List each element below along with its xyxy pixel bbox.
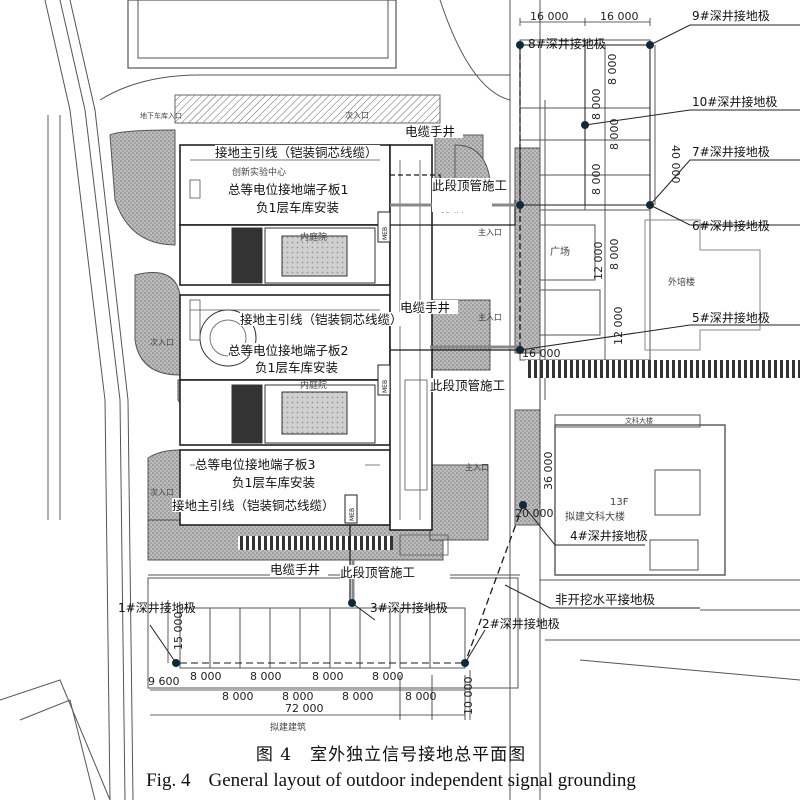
well-label-2: 2#深井接地极	[482, 616, 560, 631]
annot-install-3: 负1层车库安装	[232, 475, 315, 490]
label-plaza: 广场	[550, 245, 570, 258]
dim-bottom-2: 8 000	[190, 670, 222, 683]
well-labels: 9#深井接地极 8#深井接地极 10#深井接地极 7#深井接地极 6#深井接地极…	[118, 8, 777, 631]
dim-right-5: 8 000	[608, 239, 621, 271]
well-dot-8	[516, 41, 524, 49]
well-label-10: 10#深井接地极	[692, 94, 777, 109]
meb-boxes: MEB MEB MEB	[344, 211, 391, 524]
label-innovation-center: 创新实验中心	[232, 166, 286, 178]
dim-bottom-left-v: 15 000	[172, 612, 185, 651]
figure-number-en: Fig. 4	[146, 770, 191, 791]
dim-bottom-5: 8 000	[282, 690, 314, 703]
dim-top-2: 16 000	[600, 10, 639, 23]
meb-label-2: MEB	[382, 380, 389, 393]
annot-pipe-jack-1: 此段顶管施工	[432, 178, 507, 193]
label-building-planned: 拟建文科大楼	[565, 510, 625, 523]
dimension-lines	[47, 18, 656, 720]
dim-bottom-8: 8 000	[372, 670, 404, 683]
annot-pipe-jack-2: 此段顶管施工	[430, 378, 505, 393]
interior-lines	[189, 159, 449, 556]
well-leaders	[149, 24, 800, 664]
well-label-6: 6#深井接地极	[692, 218, 770, 233]
label-building-floors: 13F	[610, 497, 629, 508]
figure-title-en: General layout of outdoor independent si…	[208, 770, 636, 791]
label-entrance-secondary-1: 次入口	[345, 110, 369, 120]
label-entrance-1: 主入口	[478, 227, 502, 237]
meb-label-1: MEB	[382, 227, 389, 240]
dim-mid: 16 000	[522, 347, 561, 360]
well-dot-6	[516, 201, 524, 209]
annot-terminal-3: 总等电位接地端子板3	[195, 457, 315, 472]
dim-bottom-3: 8 000	[222, 690, 254, 703]
label-entrance-secondary-3: 次入口	[150, 337, 174, 347]
well-label-5: 5#深井接地极	[692, 310, 770, 325]
dim-bottom-total: 72 000	[285, 702, 324, 715]
annot-terminal-2: 总等电位接地端子板2	[228, 343, 348, 358]
annot-main-line-2: 接地主引线（铠装铜芯线缆）	[240, 312, 403, 327]
label-underground-entry: 地下车库入口	[140, 111, 182, 120]
dim-bottom-9: 8 000	[405, 690, 437, 703]
well-label-4: 4#深井接地极	[570, 528, 648, 543]
dim-bottom-1: 9 600	[148, 675, 180, 688]
well-label-7: 7#深井接地极	[692, 144, 770, 159]
annot-terminal-1: 总等电位接地端子板1	[228, 182, 348, 197]
dim-top-1: 16 000	[530, 10, 569, 23]
well-label-8: 8#深井接地极	[528, 36, 606, 51]
well-label-9: 9#深井接地极	[692, 8, 770, 23]
dim-right-4: 8 000	[590, 164, 603, 196]
label-building-bottom: 拟建建筑	[270, 721, 306, 733]
annot-cable-well-3: 电缆手井	[270, 562, 320, 577]
figure-caption-cn: 图 4 室外独立信号接地总平面图	[0, 740, 800, 765]
dim-right-7: 12 000	[612, 307, 625, 346]
annot-horizontal-electrode: 非开挖水平接地极	[555, 592, 656, 607]
annot-pipe-jack-3: 此段顶管施工	[340, 565, 415, 580]
label-entrance-secondary-4: 次入口	[150, 487, 174, 497]
annot-cable-well-1: 电缆手井	[405, 124, 455, 139]
grounding-annotations: 接地主引线（铠装铜芯线缆） 总等电位接地端子板1 负1层车库安装 接地主引线（铠…	[172, 124, 656, 607]
label-courtyard-1: 内庭院	[300, 231, 327, 243]
annot-install-2: 负1层车库安装	[255, 360, 338, 375]
dim-right-8: 36 000	[542, 452, 555, 491]
well-label-1: 1#深井接地极	[118, 600, 196, 615]
dim-right-6: 12 000	[592, 242, 605, 281]
label-entrance-3: 主入口	[465, 462, 489, 472]
dim-right-3: 8 000	[608, 119, 621, 151]
dim-right-2: 8 000	[590, 89, 603, 121]
well-label-3: 3#深井接地极	[370, 600, 448, 615]
label-courtyard-2: 内庭院	[300, 379, 327, 391]
parking-stripes	[238, 360, 800, 550]
dim-right-total: 40 000	[669, 145, 682, 184]
annot-main-line-1: 接地主引线（铠装铜芯线缆）	[215, 145, 378, 160]
label-waiting-bldg: 外培楼	[668, 276, 695, 288]
dim-bottom-6: 8 000	[312, 670, 344, 683]
site-labels: 创新实验中心 内庭院 内庭院 广场 外培楼 文科大楼 13F 拟建文科大楼 拟建…	[140, 110, 695, 733]
dim-bottom-right-v: 10 000	[462, 677, 475, 716]
figure-number-cn: 图 4	[255, 745, 293, 765]
figure-caption-en: Fig. 4 General layout of outdoor independ…	[0, 770, 800, 792]
annot-cable-well-2: 电缆手井	[400, 300, 450, 315]
annot-install-1: 负1层车库安装	[256, 200, 339, 215]
figure-title-cn: 室外独立信号接地总平面图	[310, 745, 527, 765]
dimension-labels: 16 000 16 000 8 000 8 000 8 000 8 000 8 …	[148, 10, 682, 715]
dim-diag: 20 000	[515, 507, 554, 520]
courtyards	[199, 227, 376, 444]
dim-bottom-7: 8 000	[342, 690, 374, 703]
dim-bottom-4: 8 000	[250, 670, 282, 683]
label-entrance-2: 主入口	[478, 312, 502, 322]
meb-label-3: MEB	[349, 508, 356, 521]
label-building-right: 文科大楼	[625, 416, 653, 425]
dim-right-1: 8 000	[606, 54, 619, 86]
annot-main-line-3: 接地主引线（铠装铜芯线缆）	[172, 498, 335, 513]
